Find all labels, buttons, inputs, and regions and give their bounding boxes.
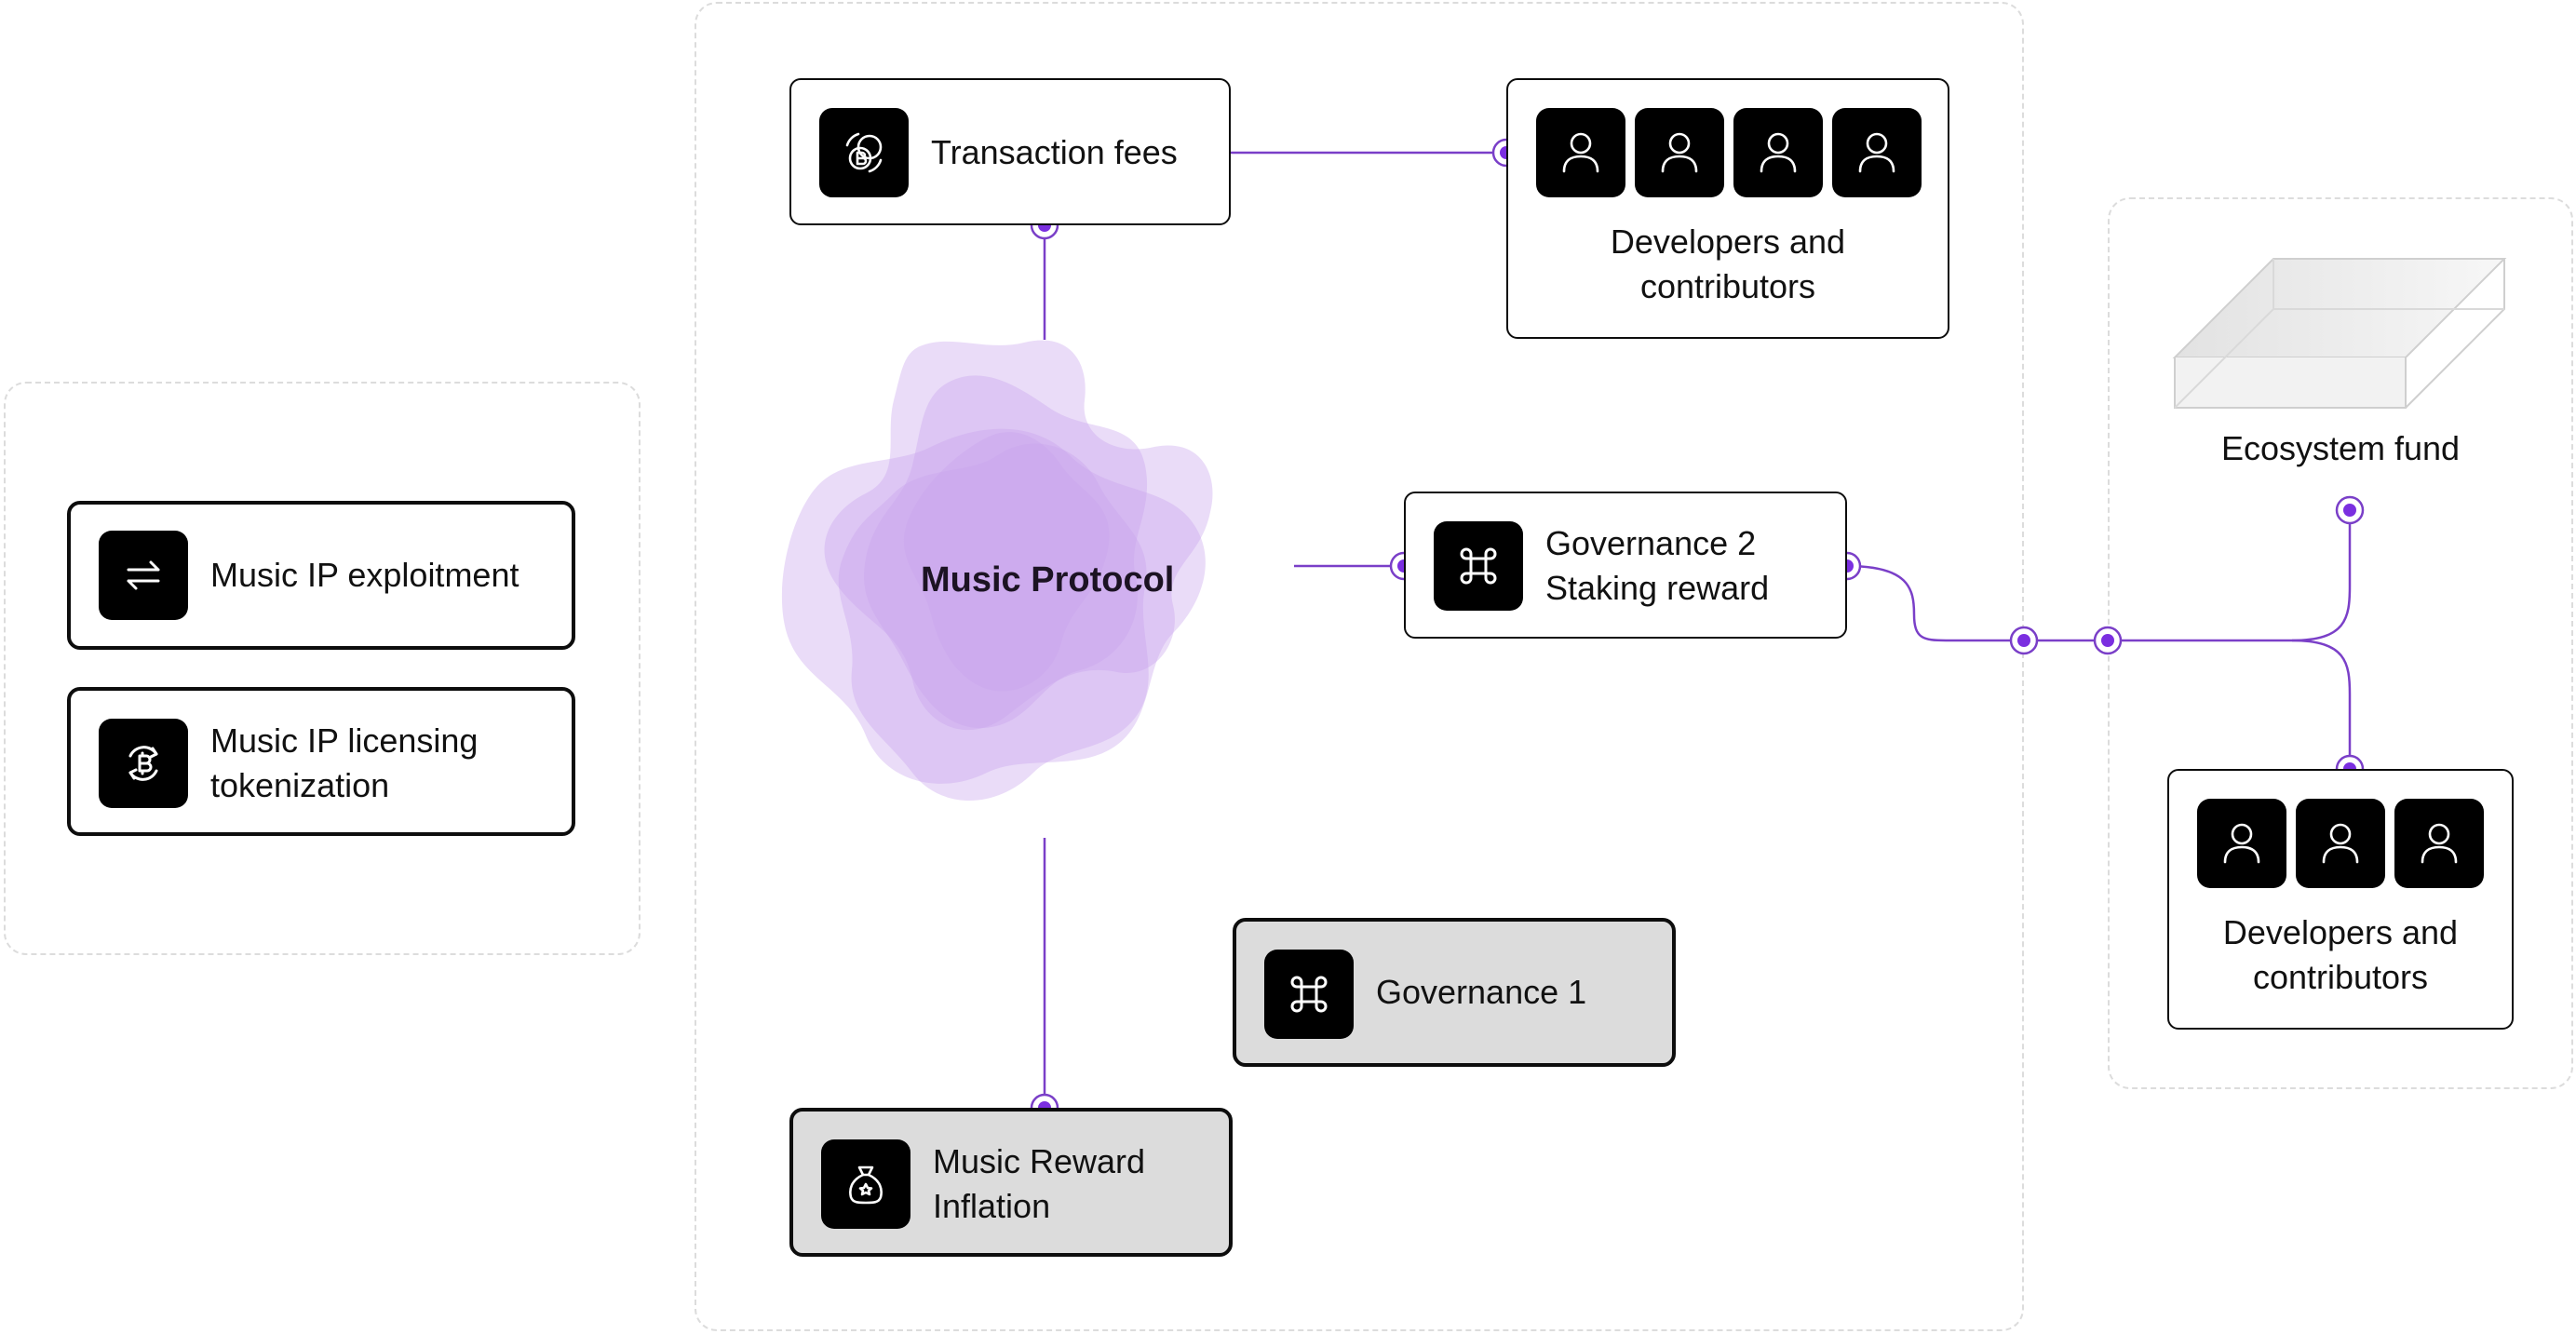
tray-icon: [2172, 258, 2507, 409]
token-cycle-icon: [99, 719, 188, 808]
transaction-fees-card[interactable]: Transaction fees: [789, 78, 1231, 225]
music-reward-label-line2: Inflation: [933, 1187, 1051, 1225]
user-icon: [2296, 799, 2385, 888]
developers-bottom-card[interactable]: Developers and contributors: [2167, 769, 2514, 1030]
governance-2-label-line1: Governance 2: [1545, 524, 1757, 562]
music-ip-exploitment-label: Music IP exploitment: [210, 556, 519, 594]
developers-top-card[interactable]: Developers and contributors: [1506, 78, 1949, 339]
music-protocol-blob: [781, 340, 1213, 801]
developers-top-label-line2: contributors: [1639, 267, 1816, 305]
governance-2-label-line2: Staking reward: [1545, 569, 1770, 607]
transaction-fees-label: Transaction fees: [931, 133, 1178, 171]
music-ip-licensing-label-line1: Music IP licensing: [210, 721, 479, 760]
music-protocol-label: Music Protocol: [921, 560, 1175, 600]
user-icon: [1832, 108, 1922, 197]
arrows-swap-icon: [99, 531, 188, 620]
reward-bag-icon: [821, 1139, 910, 1229]
coins-cycle-icon: [819, 108, 909, 197]
user-icon: [1635, 108, 1724, 197]
user-icon: [1536, 108, 1625, 197]
governance-1-label: Governance 1: [1376, 973, 1587, 1011]
music-ip-exploitment-card[interactable]: Music IP exploitment: [67, 501, 575, 650]
developers-bottom-label-line1: Developers and: [2222, 913, 2459, 951]
center-region: [695, 2, 2024, 1331]
ecosystem-fund-label: Ecosystem fund: [2220, 429, 2461, 467]
developers-bottom-label-line2: contributors: [2252, 958, 2429, 996]
command-icon: [1264, 950, 1354, 1039]
developers-top-label-line1: Developers and: [1610, 222, 1846, 261]
user-icon: [1733, 108, 1823, 197]
governance-2-card[interactable]: Governance 2 Staking reward: [1404, 492, 1847, 639]
command-icon: [1434, 521, 1523, 611]
user-icon: [2394, 799, 2484, 888]
governance-1-card[interactable]: Governance 1: [1233, 918, 1676, 1067]
music-ip-licensing-card[interactable]: Music IP licensing tokenization: [67, 687, 575, 836]
music-reward-label-line1: Music Reward: [933, 1142, 1146, 1180]
music-ip-licensing-label-line2: tokenization: [210, 766, 390, 804]
music-reward-inflation-card[interactable]: Music Reward Inflation: [789, 1108, 1233, 1257]
user-icon: [2197, 799, 2286, 888]
left-region: [4, 382, 641, 955]
